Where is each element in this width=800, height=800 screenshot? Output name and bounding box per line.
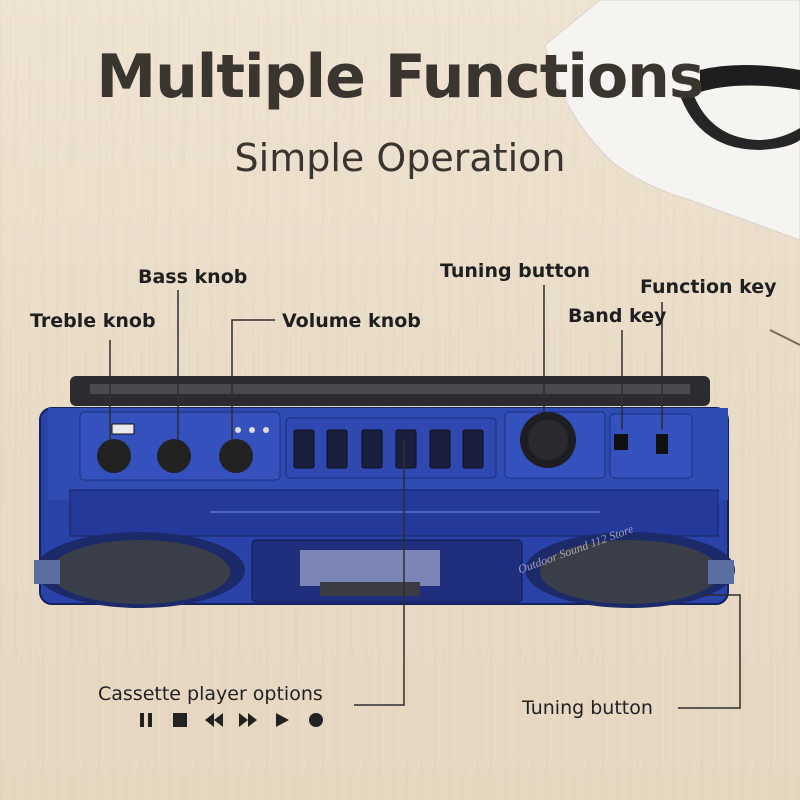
function-key-label: Function key [640, 276, 777, 298]
band-key-label: Band key [568, 305, 667, 327]
treble-knob [97, 439, 131, 473]
fast-forward-icon [238, 710, 258, 730]
bass-knob [157, 439, 191, 473]
cassette-options-label: Cassette player options [98, 683, 323, 705]
pause-icon [136, 710, 156, 730]
cassette-icon-row [136, 710, 326, 730]
left-speaker [50, 540, 230, 604]
subheadline: Simple Operation [234, 136, 566, 180]
treble-knob-label: Treble knob [30, 310, 156, 332]
rewind-icon [204, 710, 224, 730]
bass-knob-label: Bass knob [138, 266, 248, 288]
volume-knob-label: Volume knob [282, 310, 421, 332]
record-icon [306, 710, 326, 730]
headline: Multiple Functions [96, 42, 704, 112]
right-speaker [540, 540, 720, 604]
volume-knob [219, 439, 253, 473]
tuning-button-label-top: Tuning button [440, 260, 591, 282]
play-icon [272, 710, 292, 730]
stop-icon [170, 710, 190, 730]
tuning-button-label-bottom: Tuning button [522, 697, 653, 719]
